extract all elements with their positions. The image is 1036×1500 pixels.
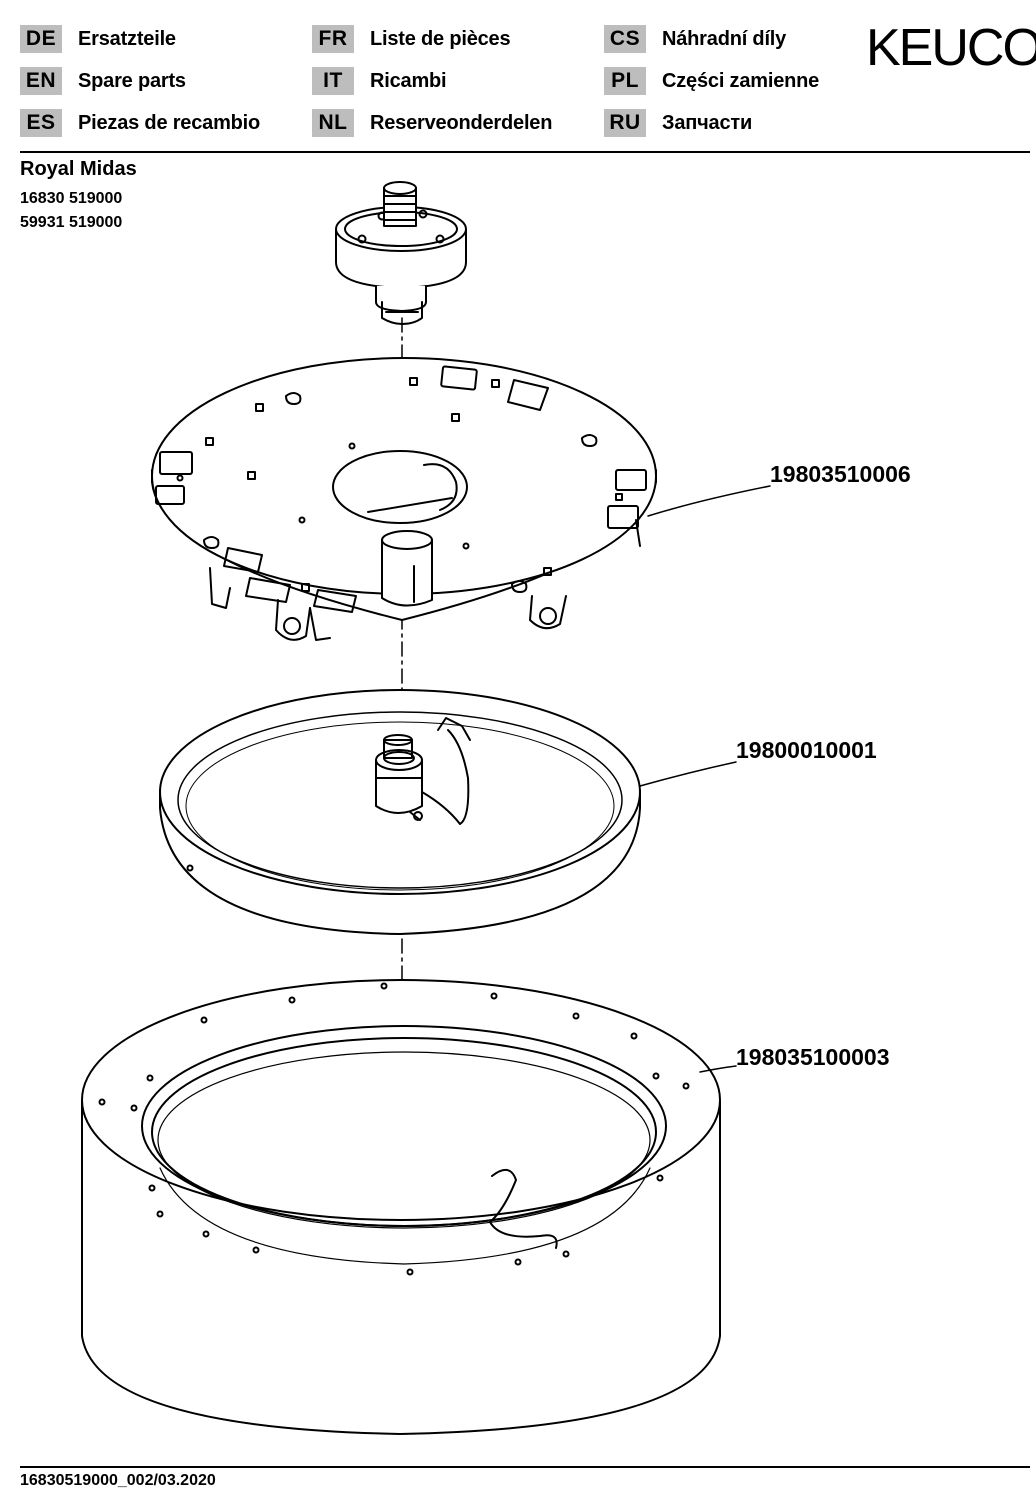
language-code: FR bbox=[312, 25, 354, 53]
brand-logo: KEUCO bbox=[866, 19, 1036, 77]
cover-plate bbox=[159, 689, 641, 935]
language-label: Ersatzteile bbox=[78, 27, 176, 50]
language-label: Náhradní díly bbox=[662, 27, 787, 50]
article-number: 59931 519000 bbox=[20, 214, 123, 231]
language-code: IT bbox=[312, 67, 354, 95]
language-label: Liste de pièces bbox=[370, 27, 511, 50]
language-code: NL bbox=[312, 109, 354, 137]
language-fr: FR Liste de pièces bbox=[312, 24, 511, 54]
article-number: 16830 519000 bbox=[20, 190, 123, 207]
language-label: Części zamienne bbox=[662, 69, 820, 92]
language-ru: RU Запчасти bbox=[604, 108, 752, 138]
footer-divider bbox=[20, 1466, 1030, 1468]
language-code: EN bbox=[20, 67, 62, 95]
mounting-plate bbox=[151, 357, 657, 641]
language-label: Ricambi bbox=[370, 69, 447, 92]
language-label: Запчасти bbox=[662, 111, 753, 134]
part-number-label: 19803510006 bbox=[770, 461, 911, 487]
housing-ring bbox=[81, 979, 721, 1435]
leader-line bbox=[639, 761, 737, 787]
part-number-label: 19800010001 bbox=[736, 737, 877, 763]
language-label: Reserveonderdelen bbox=[370, 111, 553, 134]
leader-line bbox=[699, 1065, 737, 1073]
valve-connector bbox=[335, 181, 467, 325]
language-code: CS bbox=[604, 25, 646, 53]
language-code: PL bbox=[604, 67, 646, 95]
header-divider bbox=[20, 151, 1030, 153]
document-reference: 16830519000_002/03.2020 bbox=[20, 1472, 216, 1489]
leader-line bbox=[647, 485, 771, 517]
language-it: IT Ricambi bbox=[312, 66, 447, 96]
language-de: DE Ersatzteile bbox=[20, 24, 176, 54]
product-name: Royal Midas bbox=[20, 158, 137, 180]
language-pl: PL Części zamienne bbox=[604, 66, 819, 96]
language-es: ES Piezas de recambio bbox=[20, 108, 260, 138]
language-cs: CS Náhradní díly bbox=[604, 24, 786, 54]
language-label: Piezas de recambio bbox=[78, 111, 261, 134]
part-number-label: 198035100003 bbox=[736, 1044, 890, 1070]
language-grid: DE Ersatzteile EN Spare parts ES Piezas … bbox=[20, 22, 860, 142]
language-code: DE bbox=[20, 25, 62, 53]
language-code: ES bbox=[20, 109, 62, 137]
language-en: EN Spare parts bbox=[20, 66, 186, 96]
language-code: RU bbox=[604, 109, 646, 137]
language-nl: NL Reserveonderdelen bbox=[312, 108, 552, 138]
language-label: Spare parts bbox=[78, 69, 186, 92]
